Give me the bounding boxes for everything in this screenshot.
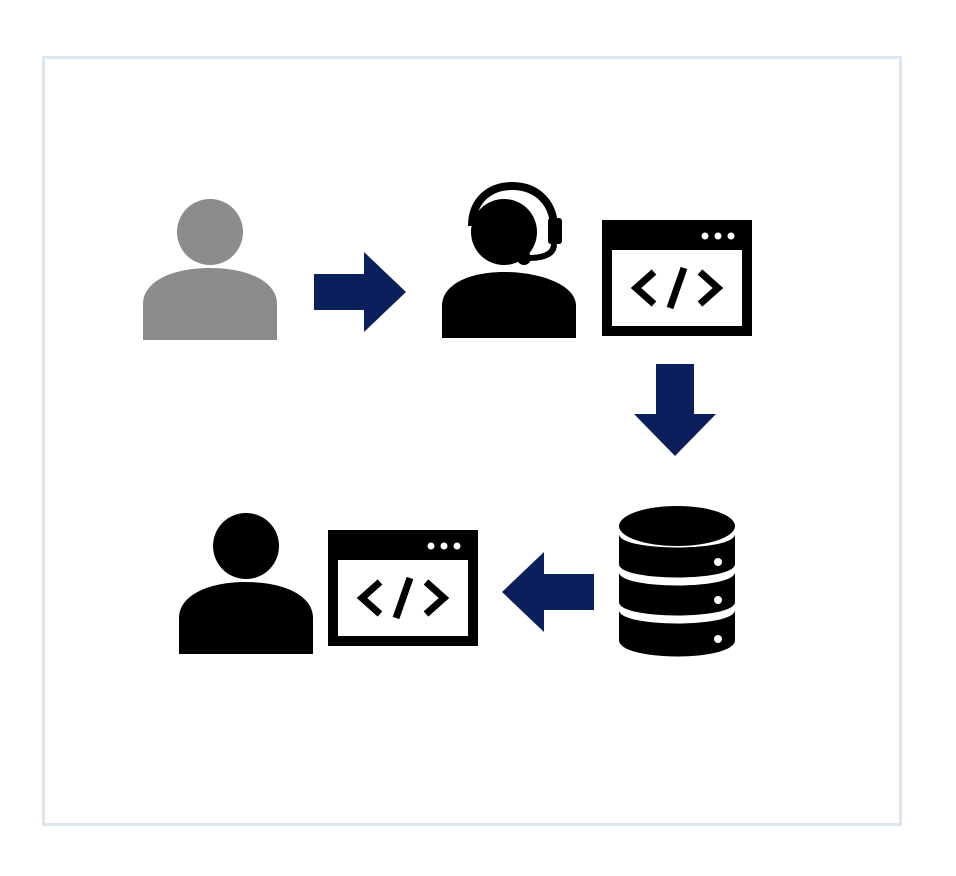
- code-window-bottom-icon: [328, 530, 478, 646]
- code-window-top-icon: [602, 220, 752, 336]
- diagram-frame: [42, 56, 902, 826]
- headset-agent-icon: [440, 180, 578, 338]
- arrow-down-icon: [634, 364, 716, 456]
- arrow-left-icon: [502, 552, 594, 632]
- requester-person-icon: [143, 198, 277, 340]
- arrow-right-icon: [314, 252, 406, 332]
- database-icon: [618, 504, 736, 662]
- recipient-person-icon: [179, 512, 313, 654]
